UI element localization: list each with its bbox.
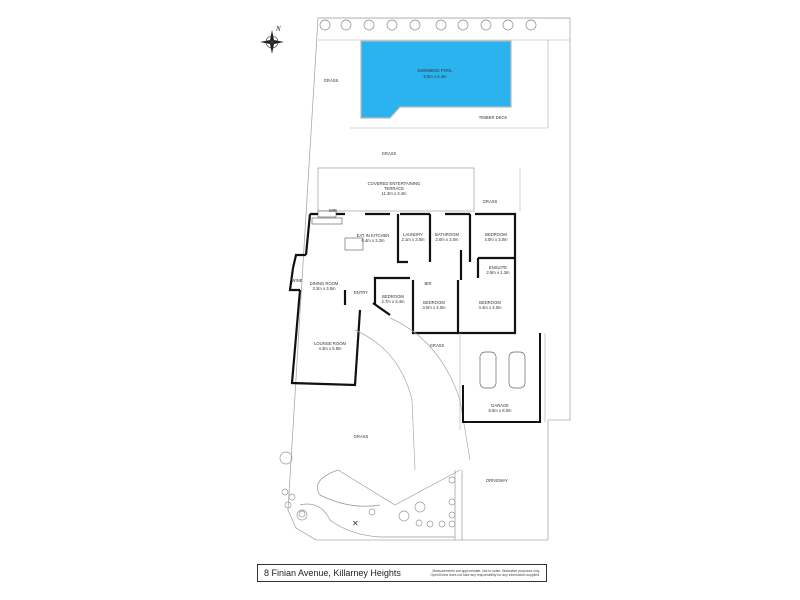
svg-text:N: N: [275, 25, 281, 33]
svg-text:LAUNDRY: LAUNDRY: [403, 232, 423, 237]
svg-text:ENSUITE: ENSUITE: [489, 265, 507, 270]
svg-text:BATHROOM: BATHROOM: [435, 232, 459, 237]
svg-text:COVERED ENTERTAINING: COVERED ENTERTAINING: [368, 181, 421, 186]
svg-text:2.7m x 3.4m: 2.7m x 3.4m: [381, 299, 405, 304]
svg-text:EAT IN KITCHEN: EAT IN KITCHEN: [357, 233, 390, 238]
title-block: 8 Finian Avenue, Killarney Heights Measu…: [257, 564, 547, 582]
disclaimer: Measurements are approximate. Not to sca…: [430, 568, 540, 577]
svg-text:GARAGE: GARAGE: [491, 403, 509, 408]
svg-text:SWIMMING POOL: SWIMMING POOL: [417, 68, 453, 73]
house-walls: [288, 212, 517, 387]
covered-terrace: [317, 167, 475, 212]
svg-text:4.0m x 3.0m: 4.0m x 3.0m: [484, 237, 508, 242]
svg-text:BEDROOM: BEDROOM: [423, 300, 445, 305]
svg-text:WIR: WIR: [329, 208, 337, 213]
compass-rose-icon: N: [260, 25, 284, 54]
svg-text:GRASS: GRASS: [382, 151, 397, 156]
svg-text:BIR: BIR: [425, 281, 432, 286]
svg-text:DRIVEWAY: DRIVEWAY: [486, 478, 508, 483]
svg-text:2.8m x 1.3m: 2.8m x 1.3m: [486, 270, 510, 275]
swimming-pool: [360, 40, 512, 119]
svg-text:WINE: WINE: [292, 278, 303, 283]
property-address: 8 Finian Avenue, Killarney Heights: [264, 568, 401, 578]
svg-text:GRASS: GRASS: [430, 343, 445, 348]
clothesline-icon: ✕: [352, 519, 359, 528]
svg-text:4.4m x 4.0m: 4.4m x 4.0m: [478, 305, 502, 310]
svg-text:BEDROOM: BEDROOM: [382, 294, 404, 299]
svg-text:3.3m x 3.5m: 3.3m x 3.5m: [312, 286, 336, 291]
svg-text:2.1m x 3.0m: 2.1m x 3.0m: [401, 237, 425, 242]
site-boundary: [287, 17, 571, 541]
svg-text:GRASS: GRASS: [324, 78, 339, 83]
svg-text:LOUNGE ROOM: LOUNGE ROOM: [314, 341, 346, 346]
svg-text:6.4m x 3.2m: 6.4m x 3.2m: [361, 238, 385, 243]
svg-text:GRASS: GRASS: [354, 434, 369, 439]
svg-text:TERRACE: TERRACE: [384, 186, 404, 191]
garage: [462, 333, 546, 423]
svg-text:5.6m x 6.0m: 5.6m x 6.0m: [488, 408, 512, 413]
svg-text:11.3m x 3.4m: 11.3m x 3.4m: [381, 191, 407, 196]
hedge-trees: [319, 19, 537, 31]
svg-text:ENTRY: ENTRY: [354, 290, 368, 295]
svg-text:GRASS: GRASS: [483, 199, 498, 204]
svg-text:DINING ROOM: DINING ROOM: [310, 281, 339, 286]
garden-beds: [279, 451, 463, 540]
svg-text:3.0m x 4.0m: 3.0m x 4.0m: [422, 305, 446, 310]
svg-text:BEDROOM: BEDROOM: [479, 300, 501, 305]
svg-text:9.0m x 5.4m: 9.0m x 5.4m: [423, 74, 447, 79]
svg-text:BEDROOM: BEDROOM: [485, 232, 507, 237]
svg-text:2.0m x 3.0m: 2.0m x 3.0m: [435, 237, 459, 242]
svg-text:4.3m x 5.8m: 4.3m x 5.8m: [318, 346, 342, 351]
svg-text:TIMBER DECK: TIMBER DECK: [479, 115, 508, 120]
